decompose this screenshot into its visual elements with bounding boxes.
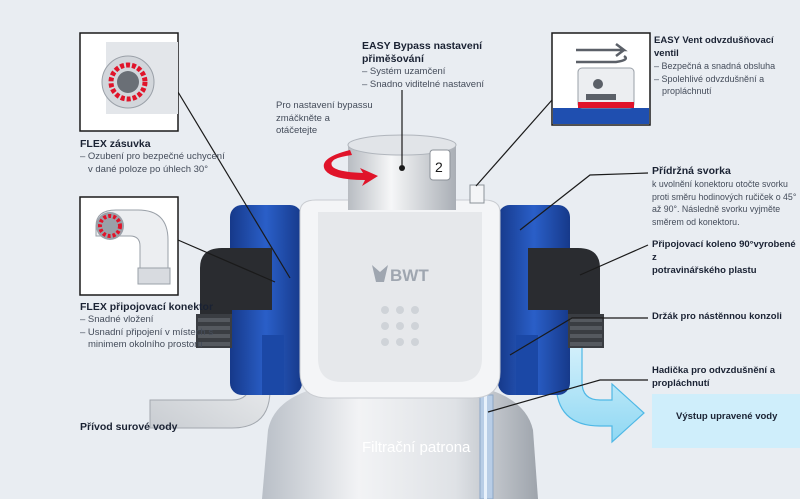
flex-socket-desc-1: – Ozubení pro bezpečné uchycení	[80, 151, 225, 162]
vent-title: EASY Vent odvzdušňovací ventil	[654, 35, 774, 59]
callout-hose: Hadička pro odvzdušnĕní a propláchnutí	[652, 364, 800, 390]
left-connector-assembly	[196, 205, 302, 395]
right-connector-assembly	[498, 205, 604, 395]
led-dots	[381, 306, 419, 346]
flex-connector-title: FLEX připojovací konektor	[80, 301, 214, 313]
callout-bypass: EASY Bypass nastavení přimĕšování – Syst…	[362, 40, 532, 91]
bypass-title: EASY Bypass nastavení přimĕšování	[362, 40, 483, 65]
callout-elbow: Připojovací koleno 90°vyrobené z potravi…	[652, 238, 800, 277]
callout-raw-water: Přívod surové vody	[80, 421, 200, 434]
callout-flex-socket: FLEX zásuvka – Ozubení pro bezpečné uchy…	[80, 138, 240, 176]
clamp-desc-2: proti smĕru hodinových ručiček o 45°	[652, 191, 797, 202]
bypass-desc-1: – Systém uzamčení	[362, 66, 446, 77]
callout-flex-connector: FLEX připojovací konektor – Snadné vlože…	[80, 301, 250, 352]
leader-lines	[177, 90, 649, 413]
bypass-hint-1: Pro nastavení bypassu	[276, 100, 373, 111]
callout-clamp: Přídržná svorka k uvolnĕní konektoru oto…	[652, 165, 800, 228]
treated-water-box	[652, 394, 800, 448]
callout-bypass-hint: Pro nastavení bypassu zmáčknĕte a otáčet…	[276, 100, 376, 138]
bypass-hint-3: otáčetejte	[276, 125, 318, 136]
treated-water-title: Výstup upravené vody	[676, 411, 778, 422]
outlet-arrow	[555, 339, 645, 444]
dial-number: 2	[435, 159, 443, 175]
filter-cartridge: Filtrační patrona	[262, 385, 538, 499]
flex-socket-desc-2: v dané poloze po úhlech 30°	[88, 163, 209, 175]
clamp-desc-3: až 90°. Následnĕ svorku vyjmĕte	[652, 204, 781, 214]
vent-desc-2: – Spolehlivé odvzdušnĕní a	[654, 73, 765, 84]
brand-logo: BWT	[372, 265, 429, 285]
flex-connector-desc-2: – Usnadní připojení v místech s	[80, 326, 214, 338]
clamp-desc-4: smĕrem od konektoru.	[652, 216, 740, 227]
vent-desc-3: propláchnutí	[662, 86, 712, 96]
bracket-title: Držák pro nástĕnnou konzoli	[652, 311, 782, 322]
bypass-desc-2: – Snadno viditelné nastavení	[362, 78, 485, 90]
callout-bracket: Držák pro nástĕnnou konzoli	[652, 310, 800, 323]
elbow-title-2: potravinářského plastu	[652, 265, 757, 276]
clamp-title: Přídržná svorka	[652, 165, 731, 177]
hose-title-1: Hadička pro odvzdušnĕní a	[652, 365, 775, 376]
vent-valve	[469, 184, 485, 204]
flex-connector-inset	[79, 196, 179, 296]
flex-socket-inset	[79, 32, 179, 132]
brand-text: BWT	[390, 266, 429, 285]
flex-socket-title: FLEX zásuvka	[80, 138, 151, 150]
callout-treated-water: Výstup upravené vody	[676, 410, 800, 423]
clamp-desc-1: k uvolnĕní konektoru otočte svorku	[652, 179, 788, 189]
bypass-hint-2: zmáčknĕte a	[276, 112, 330, 124]
flex-connector-desc-3: minimem okolního prostoru	[88, 339, 203, 350]
filter-label: Filtrační patrona	[362, 439, 471, 456]
hose-title-2: propláchnutí	[652, 378, 710, 389]
vent-desc-1: – Bezpečná a snadná obsluha	[654, 61, 776, 71]
rotate-arrow-icon	[323, 150, 378, 186]
elbow-title-1: Připojovací koleno 90°vyrobené z	[652, 239, 796, 263]
flex-connector-desc-1: – Snadné vložení	[80, 314, 154, 325]
filter-head: BWT	[299, 199, 501, 399]
easy-vent-inset	[551, 32, 651, 126]
raw-water-title: Přívod surové vody	[80, 421, 178, 433]
callout-vent: EASY Vent odvzdušňovací ventil – Bezpečn…	[654, 34, 800, 98]
